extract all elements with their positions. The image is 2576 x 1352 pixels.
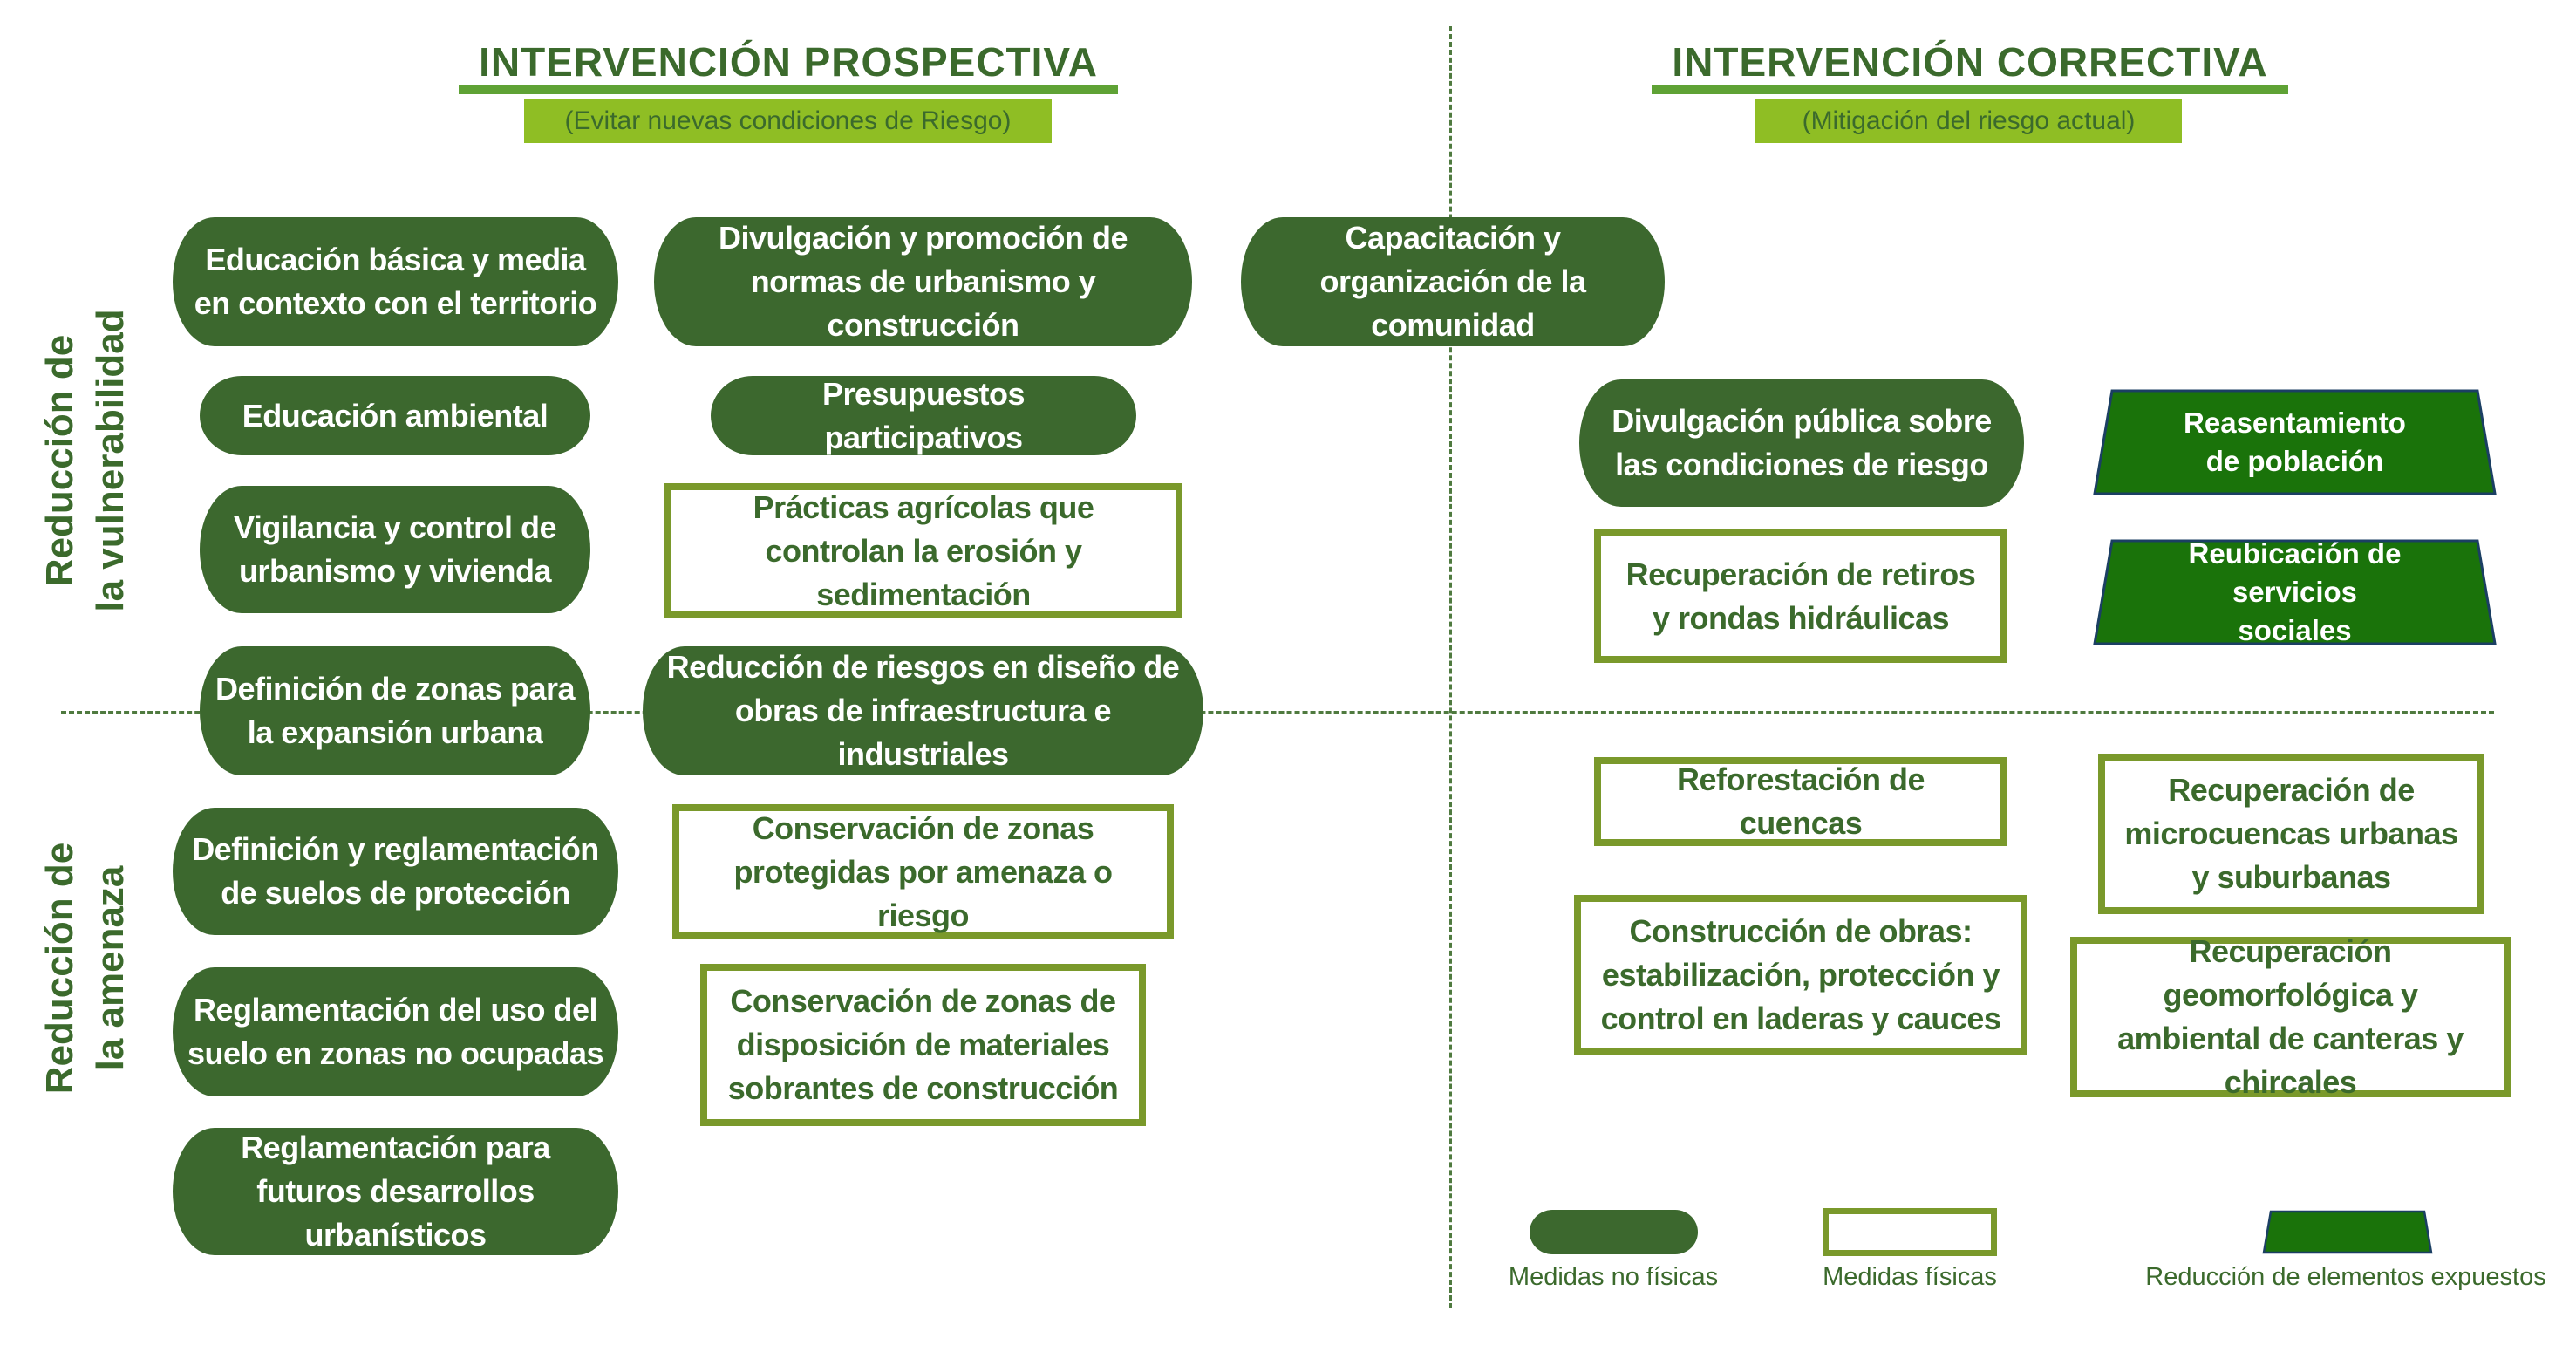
measure-definicion-zonas: Definición de zonas para la expansión ur… (200, 646, 590, 775)
measure-conservacion-protegidas: Conservación de zonas protegidas por ame… (672, 804, 1174, 939)
row-label-threat-line1: Reducción de (38, 842, 81, 1095)
measure-reubicacion: Reubicación de servicios sociales (2093, 537, 2497, 646)
legend-non-physical-swatch (1530, 1210, 1698, 1254)
corrective-subtitle: (Mitigación del riesgo actual) (1755, 99, 2182, 143)
legend-exposed-swatch (2262, 1210, 2433, 1254)
measure-divulgacion-publica: Divulgación pública sobre las condicione… (1579, 379, 2024, 507)
row-label-vulnerability: Reducción de la vulnerabilidad (35, 295, 140, 626)
row-label-vulnerability-line2: la vulnerabilidad (89, 309, 132, 612)
legend-physical-swatch (1823, 1208, 1997, 1256)
measure-reglamentacion-futuros: Reglamentación para futuros desarrollos … (173, 1128, 618, 1255)
measure-educacion-ambiental: Educación ambiental (200, 376, 590, 455)
row-label-threat: Reducción de la amenaza (35, 802, 140, 1134)
measure-presupuestos: Presupuestos participativos (711, 376, 1136, 455)
measure-divulgacion-normas: Divulgación y promoción de normas de urb… (654, 217, 1192, 346)
measure-recuperacion-microcuencas: Recuperación de microcuencas urbanas y s… (2098, 754, 2484, 914)
measure-recuperacion-geomorfologica: Recuperación geomorfológica y ambiental … (2070, 933, 2511, 1100)
measure-reubicacion-label: Reubicación de servicios sociales (2188, 537, 2402, 646)
measure-capacitacion: Capacitación y organización de la comuni… (1241, 217, 1665, 346)
prospective-underline (459, 85, 1118, 94)
row-label-threat-line2: la amenaza (89, 865, 132, 1071)
measure-reglamentacion-uso: Reglamentación del uso del suelo en zona… (173, 967, 618, 1096)
trapezoid-shape (2262, 1210, 2433, 1254)
prospective-subtitle: (Evitar nuevas condiciones de Riesgo) (524, 99, 1052, 143)
measure-reduccion-riesgos: Reducción de riesgos en diseño de obras … (643, 646, 1203, 775)
measure-vigilancia: Vigilancia y control de urbanismo y vivi… (200, 486, 590, 613)
horizontal-divider (61, 711, 2494, 714)
measure-educacion-basica: Educación básica y media en contexto con… (173, 217, 618, 346)
legend-physical-label: Medidas físicas (1823, 1263, 1997, 1291)
measure-construccion-obras: Construcción de obras: estabilización, p… (1574, 895, 2027, 1055)
legend-non-physical-label: Medidas no físicas (1508, 1263, 1719, 1291)
trapezoid-shape (2093, 389, 2497, 495)
corrective-title: INTERVENCIÓN CORRECTIVA (1672, 39, 2268, 85)
prospective-title: INTERVENCIÓN PROSPECTIVA (479, 39, 1098, 85)
vertical-divider (1449, 26, 1452, 1308)
measure-definicion-reglamentacion: Definición y reglamentación de suelos de… (173, 808, 618, 935)
measure-reasentamiento-label: Reasentamiento de población (2184, 406, 2406, 477)
measure-recuperacion-retiros: Recuperación de retiros y rondas hidrául… (1594, 529, 2007, 663)
corrective-underline (1652, 85, 2288, 94)
measure-reasentamiento: Reasentamiento de población (2093, 389, 2497, 495)
measure-reforestacion: Reforestación de cuencas (1594, 757, 2007, 846)
trapezoid-shape (2093, 539, 2497, 645)
row-label-vulnerability-line1: Reducción de (38, 334, 81, 587)
legend-exposed-label: Reducción de elementos expuestos (2145, 1263, 2546, 1291)
measure-practicas-agricolas: Prácticas agrícolas que controlan la ero… (664, 483, 1182, 618)
measure-conservacion-disposicion: Conservación de zonas de disposición de … (700, 964, 1146, 1126)
